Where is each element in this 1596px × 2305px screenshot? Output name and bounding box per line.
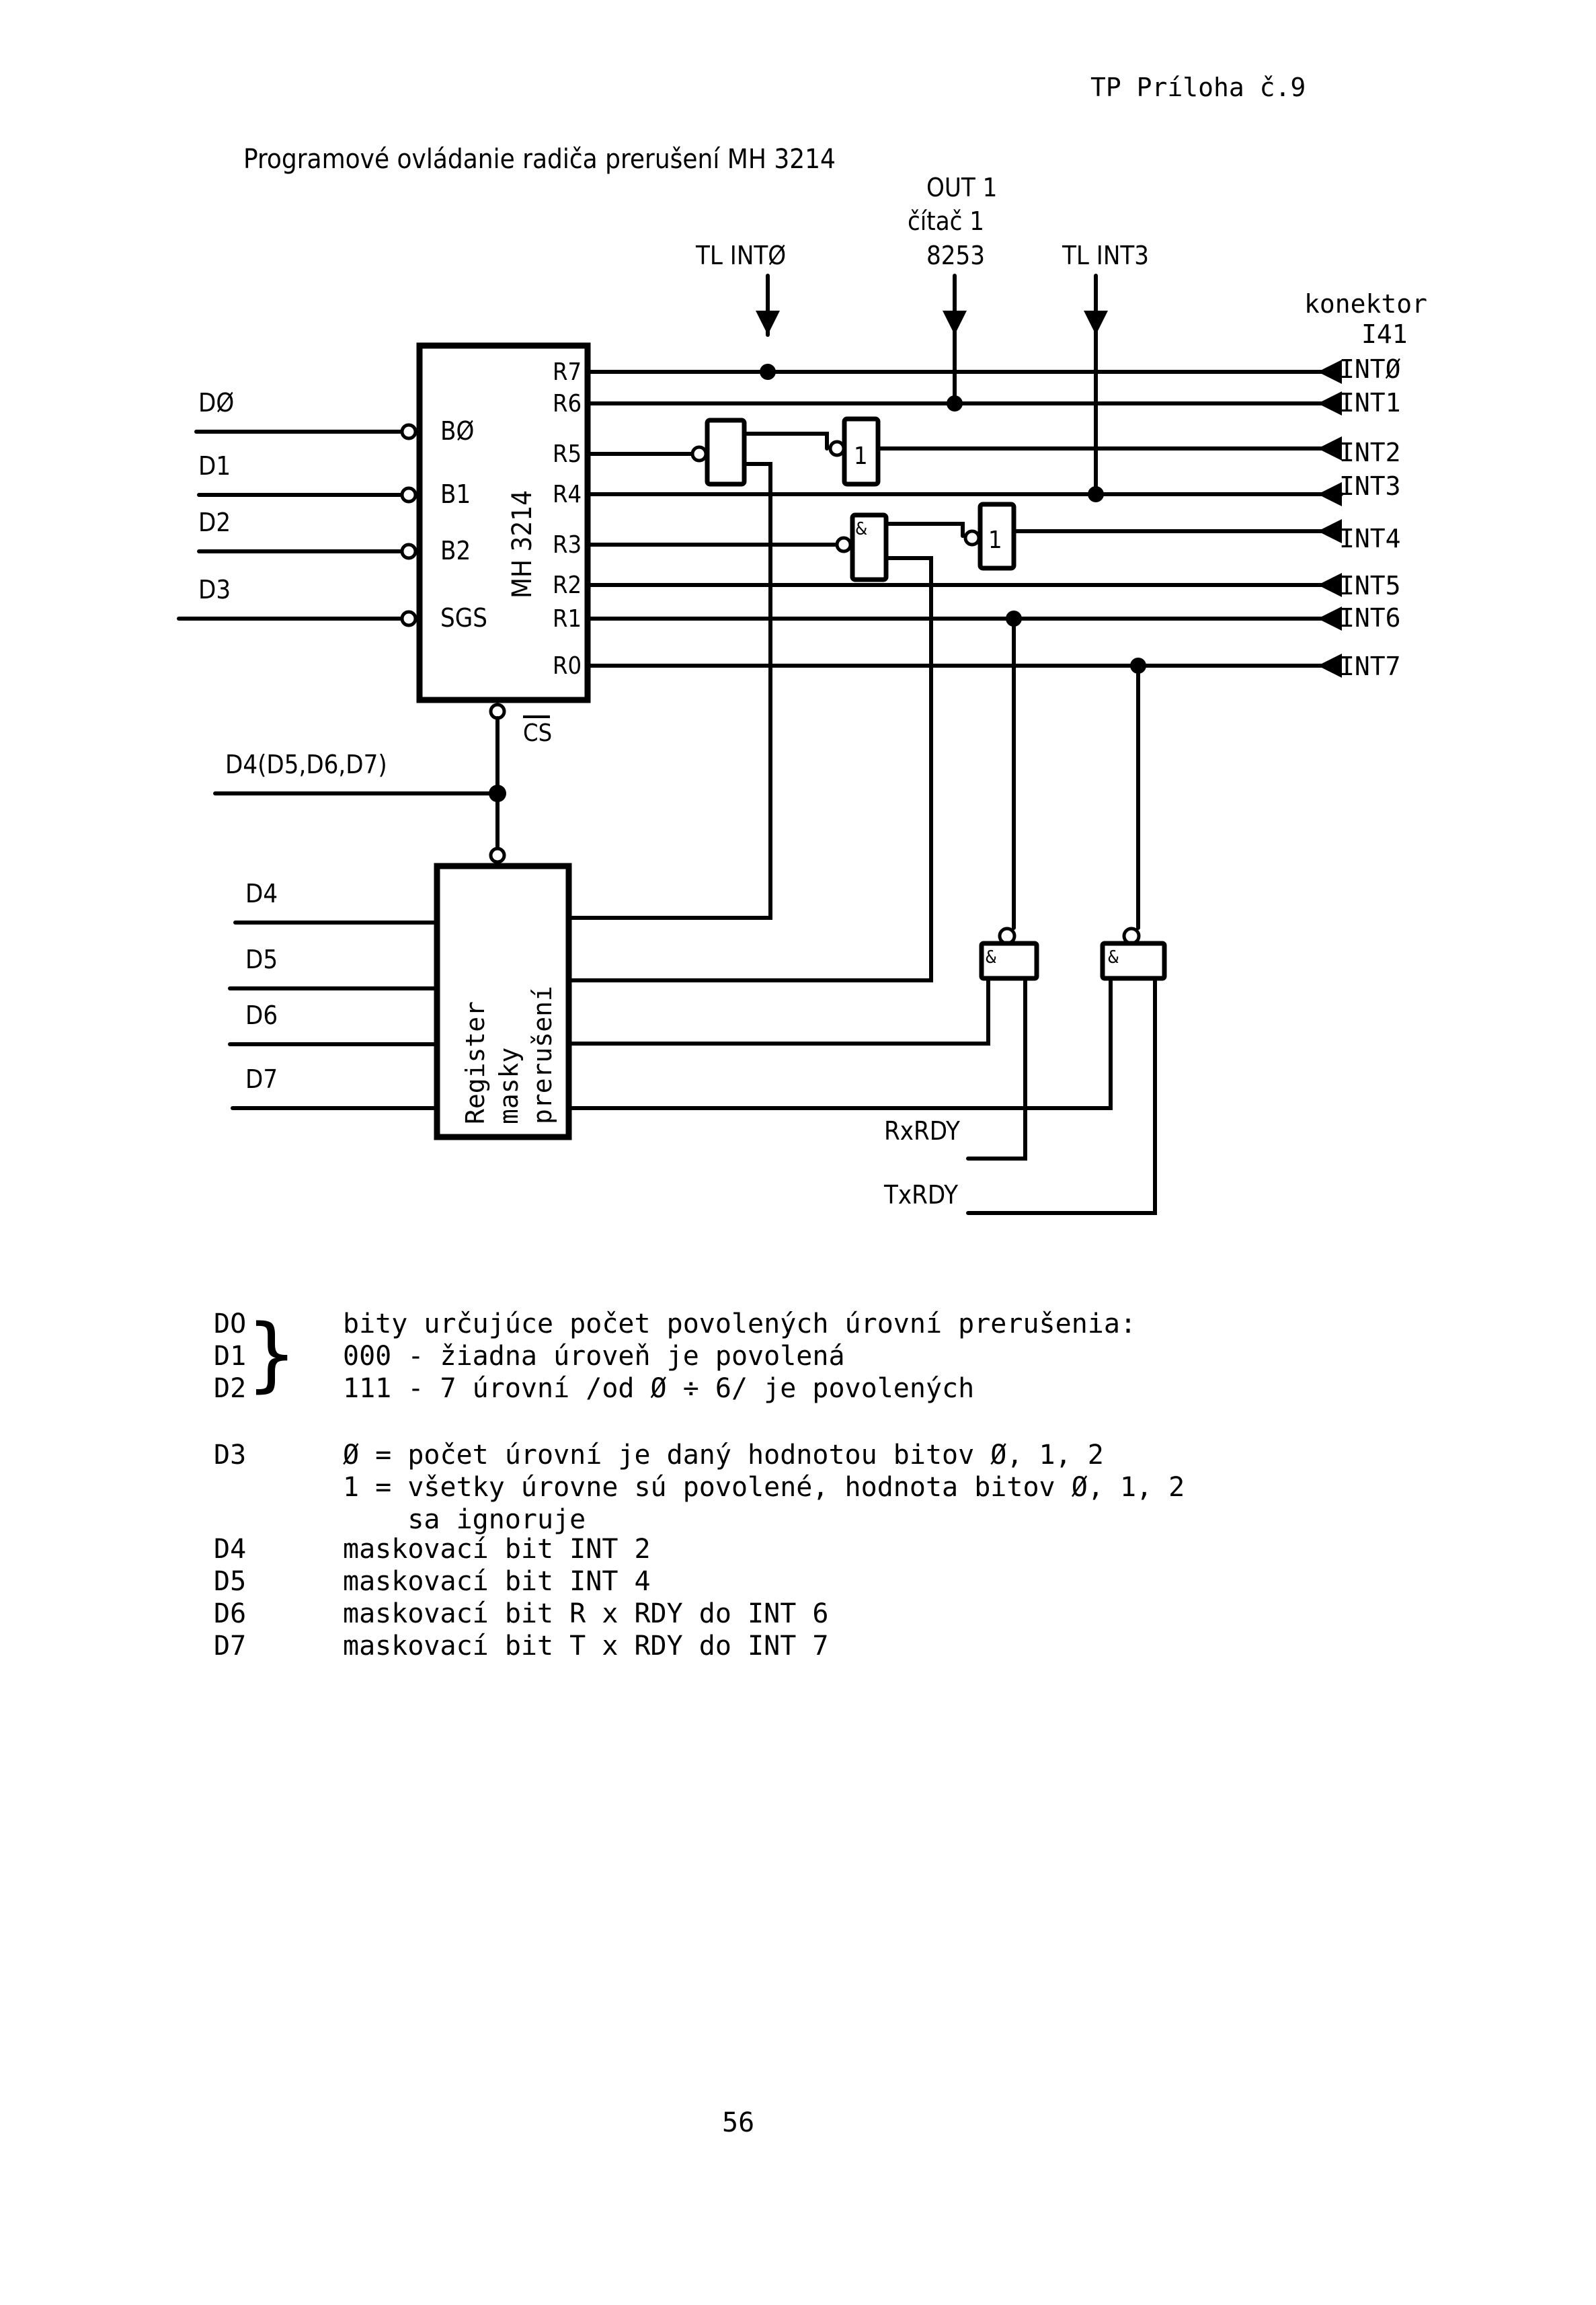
page-title: Programové ovládanie radiča prerušení MH… (243, 144, 836, 175)
controller-name: MH 3214 (507, 490, 538, 598)
txrdy-label: TxRDY (883, 1180, 958, 1210)
or-gate-1-label: 1 (854, 442, 868, 470)
input-bubble-0 (400, 423, 417, 440)
and-gate-int6-label: & (986, 947, 996, 968)
connector-pin-1: INT1 (1339, 388, 1401, 418)
connector-pin-3: INT3 (1339, 471, 1401, 501)
legend-text-4: maskovací bit R x RDY do INT 6 (343, 1598, 829, 1629)
r4-junction (1088, 486, 1104, 502)
mask-d5-feedback-wire (567, 556, 933, 982)
out1-label: OUT 1 (926, 173, 997, 202)
and-gate-r3 (850, 512, 889, 582)
data-bit-label-2: D2 (198, 508, 231, 537)
connector-pin-6: INT6 (1339, 603, 1401, 633)
page-number: 56 (722, 2107, 754, 2138)
connector-pin-4: INT4 (1339, 524, 1401, 553)
connector-pin-7: INT7 (1339, 652, 1401, 681)
legend-bits-5: D7 (214, 1631, 247, 1662)
controller-input-3: SGS (440, 603, 487, 633)
controller-output-r6: R6 (553, 390, 582, 418)
controller-output-r2: R2 (553, 572, 582, 599)
legend-brace: } (247, 1308, 296, 1401)
or-gate-1 (842, 416, 881, 487)
gate-r3-bubble (835, 536, 852, 553)
mask-register (434, 863, 572, 1140)
legend-bits-3: D5 (214, 1566, 247, 1597)
and-gate-int6 (979, 941, 1039, 981)
controller-output-r4: R4 (553, 481, 582, 508)
connector-title: konektor (1304, 289, 1427, 319)
input-bubble-2 (400, 543, 417, 560)
input-bubble-1 (400, 486, 417, 504)
gate-r5-to-or-wire (742, 432, 829, 451)
connector-pin-0: INTØ (1339, 354, 1401, 384)
or-gate-2 (977, 502, 1016, 571)
controller-input-2: B2 (440, 536, 471, 565)
controller-output-r0: R0 (553, 652, 582, 680)
controller-output-r7: R7 (553, 358, 582, 386)
mask-register-name-1: masky (494, 1048, 524, 1124)
legend-bits-4: D6 (214, 1598, 247, 1629)
cs-bus-label: D4(D5,D6,D7) (225, 750, 387, 779)
counter-8253-label: 8253 (926, 241, 985, 270)
mask-input-label-1: D5 (245, 945, 278, 974)
or-2-bubble (963, 529, 981, 547)
or-gate-2-label: 1 (988, 526, 1002, 554)
mask-register-name-0: Register (461, 1001, 490, 1124)
legend-text-2: maskovací bit INT 2 (343, 1534, 651, 1565)
r7-junction (760, 364, 776, 380)
controller-input-0: BØ (440, 416, 474, 446)
mask-input-label-0: D4 (245, 879, 278, 908)
mask-input-label-3: D7 (245, 1064, 278, 1094)
data-bit-label-3: D3 (198, 575, 231, 604)
legend-text-3: maskovací bit INT 4 (343, 1566, 651, 1597)
controller-mh3214 (416, 342, 591, 703)
legend-bits-1: D3 (214, 1440, 247, 1471)
mask-cs-bubble (489, 847, 506, 864)
rxrdy-wire (966, 976, 1027, 1161)
legend-bits-2: D4 (214, 1534, 247, 1565)
data-bit-label-0: DØ (198, 388, 234, 418)
controller-input-1: B1 (440, 479, 471, 509)
rxrdy-label: RxRDY (884, 1116, 960, 1146)
mask-input-label-2: D6 (245, 1001, 278, 1030)
controller-output-r1: R1 (553, 605, 582, 633)
and-gate-int7 (1100, 941, 1167, 981)
gate-r3-to-or-wire (884, 522, 965, 538)
and-gate-int7-label: & (1108, 947, 1119, 968)
tl-int3-label: TL INT3 (1062, 241, 1149, 270)
input-bubble-3 (400, 610, 417, 627)
mask-d6-wire (567, 976, 990, 1046)
data-bit-label-1: D1 (198, 451, 231, 481)
txrdy-wire (966, 976, 1157, 1215)
legend-bits-0: DO D1 D2 (214, 1308, 247, 1404)
controller-output-r3: R3 (553, 531, 582, 559)
connector-id: I41 (1361, 319, 1408, 349)
tl-int0-label: TL INTØ (695, 241, 786, 270)
and-gate-r3-label: & (855, 519, 867, 539)
connector-pin-5: INT5 (1339, 571, 1401, 600)
legend-text-0: bity určujúce počet povolených úrovní pr… (343, 1308, 1137, 1404)
legend-text-1: Ø = počet úrovní je daný hodnotou bitov … (343, 1440, 1185, 1535)
r6-junction (947, 395, 963, 412)
counter-label: čítač 1 (908, 206, 984, 236)
mask-d7-wire (567, 976, 1113, 1110)
controller-output-r5: R5 (553, 440, 582, 468)
gate-r5-bubble (690, 445, 708, 463)
connector-pin-2: INT2 (1339, 438, 1401, 467)
and-gate-r5 (705, 418, 747, 487)
legend-text-5: maskovací bit T x RDY do INT 7 (343, 1631, 829, 1662)
or-1-bubble (828, 440, 846, 457)
mask-d4-feedback-wire (567, 462, 772, 920)
page-header: TP Príloha č.9 (1090, 73, 1306, 102)
mask-register-name-2: prerušení (528, 986, 557, 1124)
cs-label: CS (523, 719, 552, 747)
